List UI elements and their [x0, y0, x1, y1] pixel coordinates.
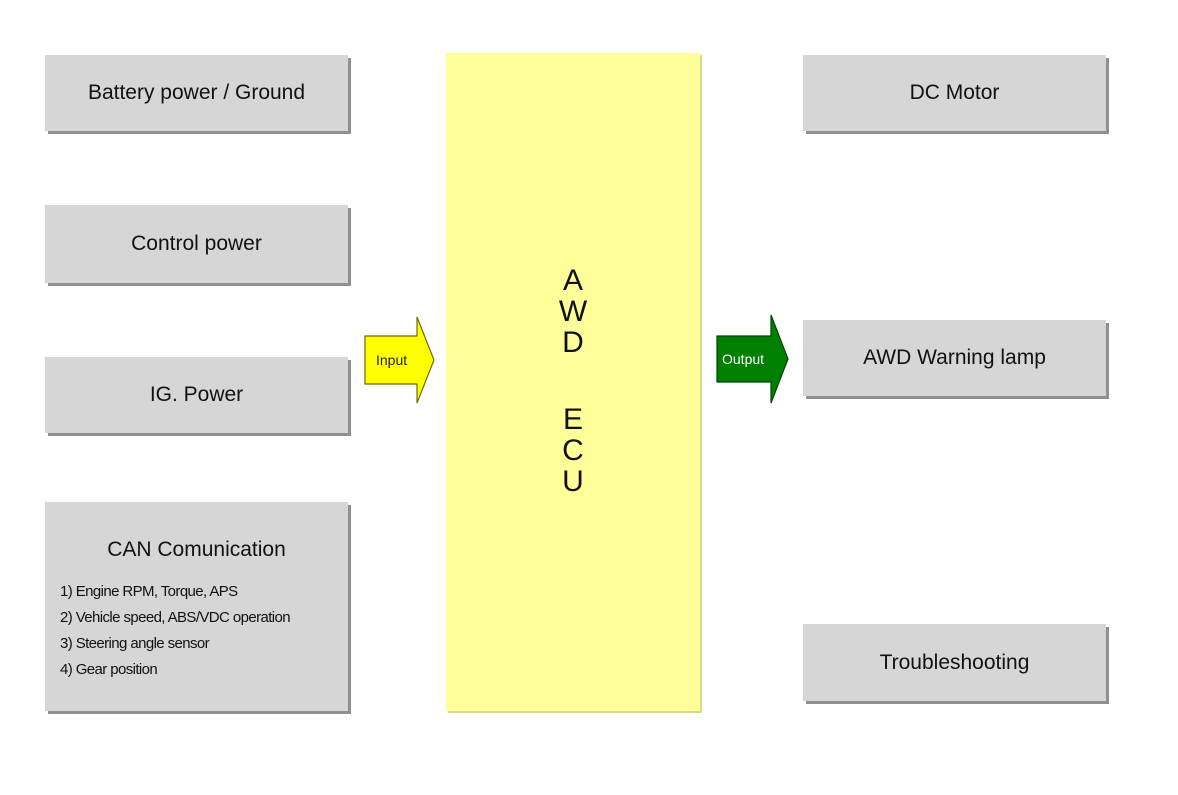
can-signal-item: 4) Gear position: [60, 661, 158, 678]
troubleshooting-box[interactable]: Troubleshooting: [803, 624, 1106, 701]
input-arrow-shape: [364, 316, 435, 404]
dc-motor-box[interactable]: DC Motor: [803, 55, 1106, 131]
control-power-label: Control power: [131, 232, 262, 255]
can-signal-item: 1) Engine RPM, Torque, APS: [60, 583, 238, 600]
can-communication-box[interactable]: CAN Comunication 1) Engine RPM, Torque, …: [45, 502, 348, 711]
ecu-letter: D: [562, 326, 584, 359]
output-arrow-shape: [716, 314, 789, 404]
control-power-box[interactable]: Control power: [45, 205, 348, 283]
output-arrow: Output: [716, 314, 790, 404]
can-signal-item: 3) Steering angle sensor: [60, 635, 210, 652]
can-signal-item: 2) Vehicle speed, ABS/VDC operation: [60, 609, 291, 626]
awd-warning-lamp-label: AWD Warning lamp: [863, 346, 1046, 369]
ecu-letter: U: [562, 465, 584, 498]
ecu-letter: E: [562, 403, 583, 436]
dc-motor-label: DC Motor: [909, 81, 1000, 104]
ig-power-box[interactable]: IG. Power: [45, 357, 348, 433]
awd-ecu-label: A W D E C U: [446, 265, 700, 497]
ecu-letter: C: [562, 434, 584, 467]
battery-power-ground-label: Battery power / Ground: [87, 81, 306, 104]
can-signal-list: 1) Engine RPM, Torque, APS 2) Vehicle sp…: [60, 582, 291, 686]
awd-warning-lamp-box[interactable]: AWD Warning lamp: [803, 320, 1106, 396]
battery-power-ground-box[interactable]: Battery power / Ground: [45, 55, 348, 131]
input-arrow: Input: [364, 316, 436, 404]
ecu-letter: W: [558, 295, 588, 328]
input-arrow-label: Input: [376, 352, 408, 368]
ecu-letter: A: [562, 264, 583, 297]
awd-ecu-block[interactable]: A W D E C U: [446, 53, 700, 711]
output-arrow-label: Output: [722, 351, 765, 367]
can-communication-title: CAN Comunication: [107, 538, 286, 561]
troubleshooting-label: Troubleshooting: [879, 650, 1030, 674]
ig-power-label: IG. Power: [149, 383, 244, 406]
